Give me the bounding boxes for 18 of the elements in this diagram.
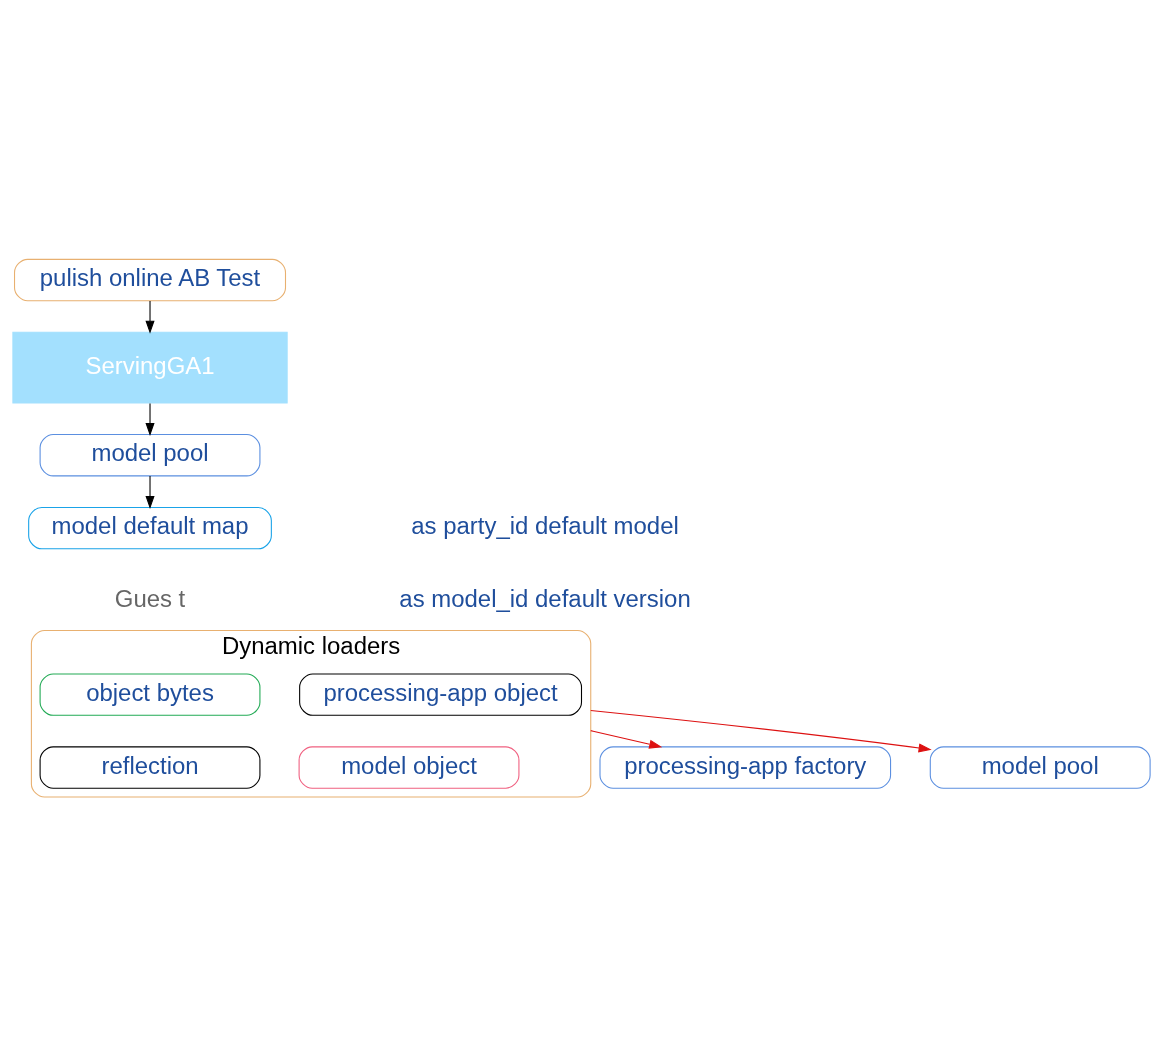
arrow [590,709,932,752]
arrow [590,729,663,749]
node-box: processing-app object [299,672,583,716]
node-box: model pool [39,433,261,476]
node-box: reflection [39,745,261,789]
node-box: model default map [28,506,272,549]
label: Gues t [114,584,186,612]
node-label: as model_id default version [399,584,691,612]
node-label: as party_id default model [411,511,679,539]
node-box: processing-app factory [599,745,892,789]
arrow [145,475,155,509]
node-box: model object [298,745,520,789]
node-box: pulish online AB Test [14,258,287,301]
node-box: object bytes [39,672,261,716]
arrow [145,299,155,334]
arrow [145,402,155,436]
node-box: model pool [929,745,1151,789]
node-box: ServingGA1 [12,331,288,404]
